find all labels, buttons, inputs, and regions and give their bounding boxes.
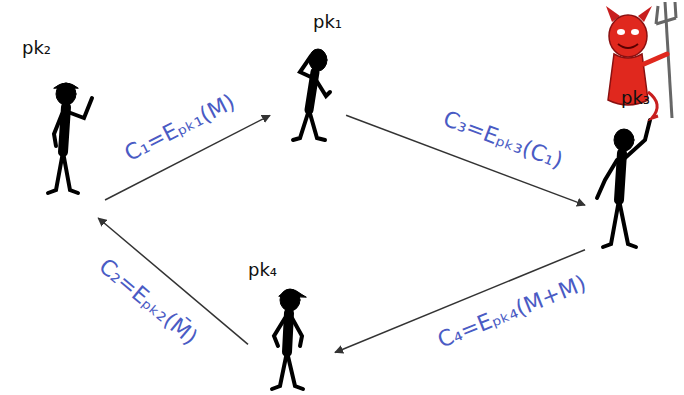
- figure-head: [309, 49, 327, 71]
- stick-figure: [597, 120, 650, 247]
- figure-arm: [316, 80, 330, 96]
- person-node: pk₄: [248, 258, 335, 393]
- figure-arm: [292, 318, 302, 346]
- figure-body: [287, 313, 289, 352]
- pitchfork-prongs: [656, 2, 676, 24]
- figure-leg: [603, 200, 619, 247]
- figure-head: [614, 129, 634, 151]
- figure-arm: [68, 98, 92, 118]
- figure-leg: [619, 200, 636, 247]
- ciphertext-label: C₁=Eₚₖ₁(M): [121, 90, 239, 166]
- devil-head: [609, 15, 647, 57]
- figure-arm: [597, 160, 617, 198]
- devil-eye: [631, 29, 639, 35]
- figure-leg: [63, 152, 78, 193]
- figure-leg: [48, 152, 63, 193]
- figure-leg: [272, 352, 287, 389]
- devil-grin: [618, 44, 638, 48]
- key-label: pk₄: [248, 260, 277, 280]
- stick-figure: [48, 83, 92, 193]
- devil-arm: [644, 54, 667, 64]
- person-node: pk₃: [585, 88, 660, 253]
- figure-arm: [300, 56, 313, 78]
- figure-body: [619, 153, 622, 200]
- figure-leg: [287, 352, 303, 389]
- pitchfork-shaft: [666, 18, 672, 118]
- ciphertext-label: C₄=Eₚₖ₄(M+M): [434, 271, 589, 352]
- person-node: pk₂: [20, 38, 105, 218]
- key-label: pk₁: [313, 12, 342, 32]
- figure-arm: [625, 120, 650, 158]
- key-label: pk₂: [22, 38, 51, 58]
- devil-eye: [617, 29, 625, 35]
- stick-figure: [272, 289, 306, 389]
- devil-figure: [606, 2, 676, 118]
- stick-figure: [293, 49, 330, 140]
- figure-leg: [309, 110, 325, 140]
- figure-arm: [54, 114, 62, 146]
- figure-leg: [293, 110, 309, 140]
- person-node: pk₁: [270, 10, 346, 145]
- ciphertext-label: C₂=Eₚₖ₂(M̄): [94, 254, 202, 350]
- figure-cap: [54, 83, 78, 88]
- ciphertext-label: C₃=Eₚₖ₃(C₁): [440, 107, 566, 174]
- figure-arm: [274, 318, 285, 346]
- figure-cap: [279, 289, 306, 297]
- key-label: pk₃: [621, 88, 650, 108]
